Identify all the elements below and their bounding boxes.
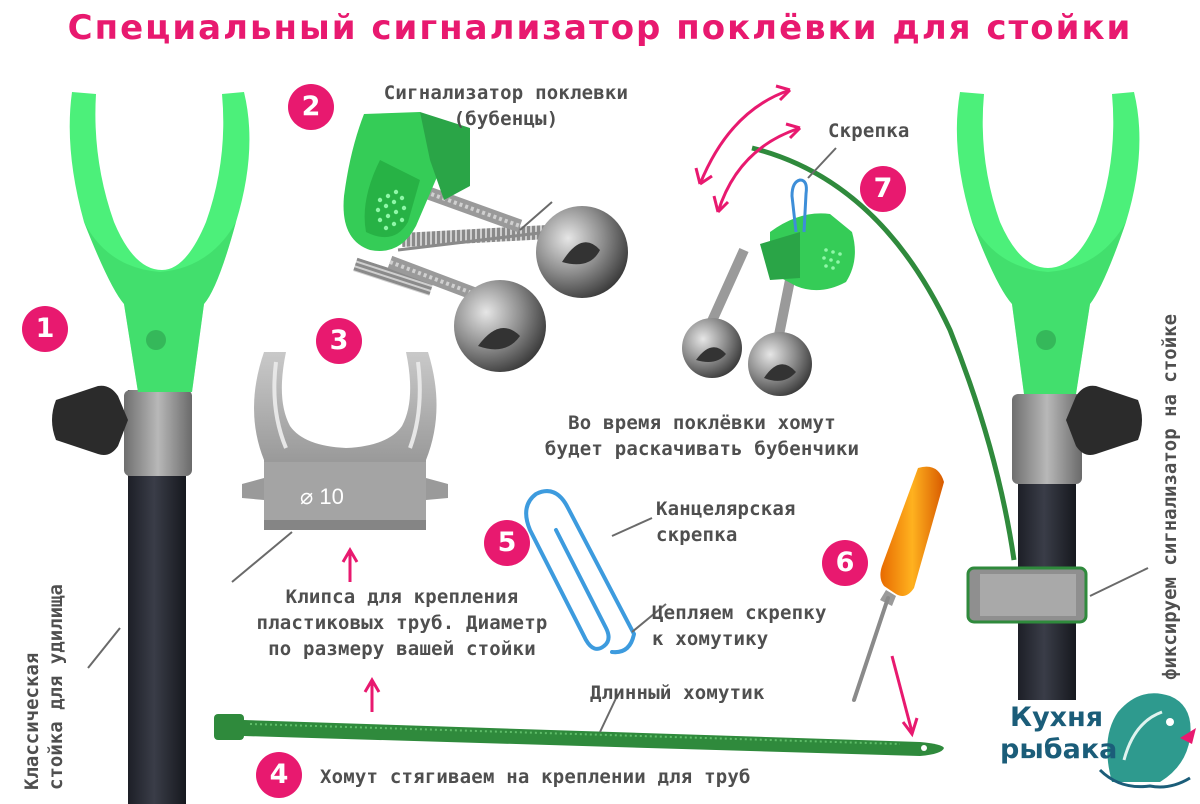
long-zip-tie	[214, 714, 944, 756]
pipe-clip-label: Клипса для крепления пластиковых труб. Д…	[256, 586, 548, 660]
leader-lines	[87, 147, 1149, 733]
hook-clip-label: Цепляем скрепку к хомутику	[652, 602, 827, 650]
right-sleeve	[1012, 394, 1082, 484]
small-paperclip	[790, 178, 808, 233]
page-title: Специальный сигнализатор поклёвки для ст…	[67, 8, 1133, 48]
tie-step-label: Хомут стягиваем на креплении для труб	[320, 766, 751, 788]
swing-note: Во время поклёвки хомут будет раскачиват…	[544, 412, 860, 460]
pipe-clip	[242, 352, 448, 530]
awl-tool	[852, 466, 944, 702]
clip-wire-label: Скрепка	[828, 120, 910, 142]
brand-fish-logo	[1098, 693, 1196, 789]
long-tie-label: Длинный хомутик	[590, 682, 765, 704]
step-badge-7: 7	[860, 166, 906, 212]
step-badge-4: 4	[256, 752, 302, 798]
step-badge-5: 5	[484, 520, 530, 566]
step-badge-2: 2	[288, 84, 334, 130]
right-thumb-screw	[1066, 385, 1142, 455]
swing-arrow	[716, 126, 801, 213]
brand-name: Кухня рыбака	[1000, 702, 1118, 765]
bells-label: Сигнализатор поклевки (бубенцы)	[383, 82, 629, 130]
left-rod-stand	[52, 92, 250, 804]
bell-alarm-large	[343, 112, 628, 372]
left-thumb-screw	[52, 385, 128, 455]
bell-ball	[748, 332, 812, 396]
right-rod-stand	[956, 92, 1142, 700]
bell-ball	[454, 280, 546, 372]
hanging-zip-tie	[751, 145, 1017, 561]
left-stand-label: Классическая стойка для удилища	[21, 584, 67, 790]
paperclip-label: Канцелярская скрепка	[656, 498, 796, 546]
bell-alarm-small	[682, 178, 855, 396]
pointer-arrows	[341, 547, 919, 738]
paperclip	[524, 489, 637, 655]
right-stand-label: фиксируем сигнализатор на стойке	[1159, 313, 1181, 680]
step-badge-6: 6	[822, 540, 868, 586]
clip-diameter-label: ⌀ 10	[300, 484, 344, 509]
swing-arrow	[698, 88, 791, 185]
step-badge-3: 3	[316, 318, 362, 364]
step-badge-1: 1	[22, 306, 68, 352]
left-sleeve	[124, 390, 192, 476]
